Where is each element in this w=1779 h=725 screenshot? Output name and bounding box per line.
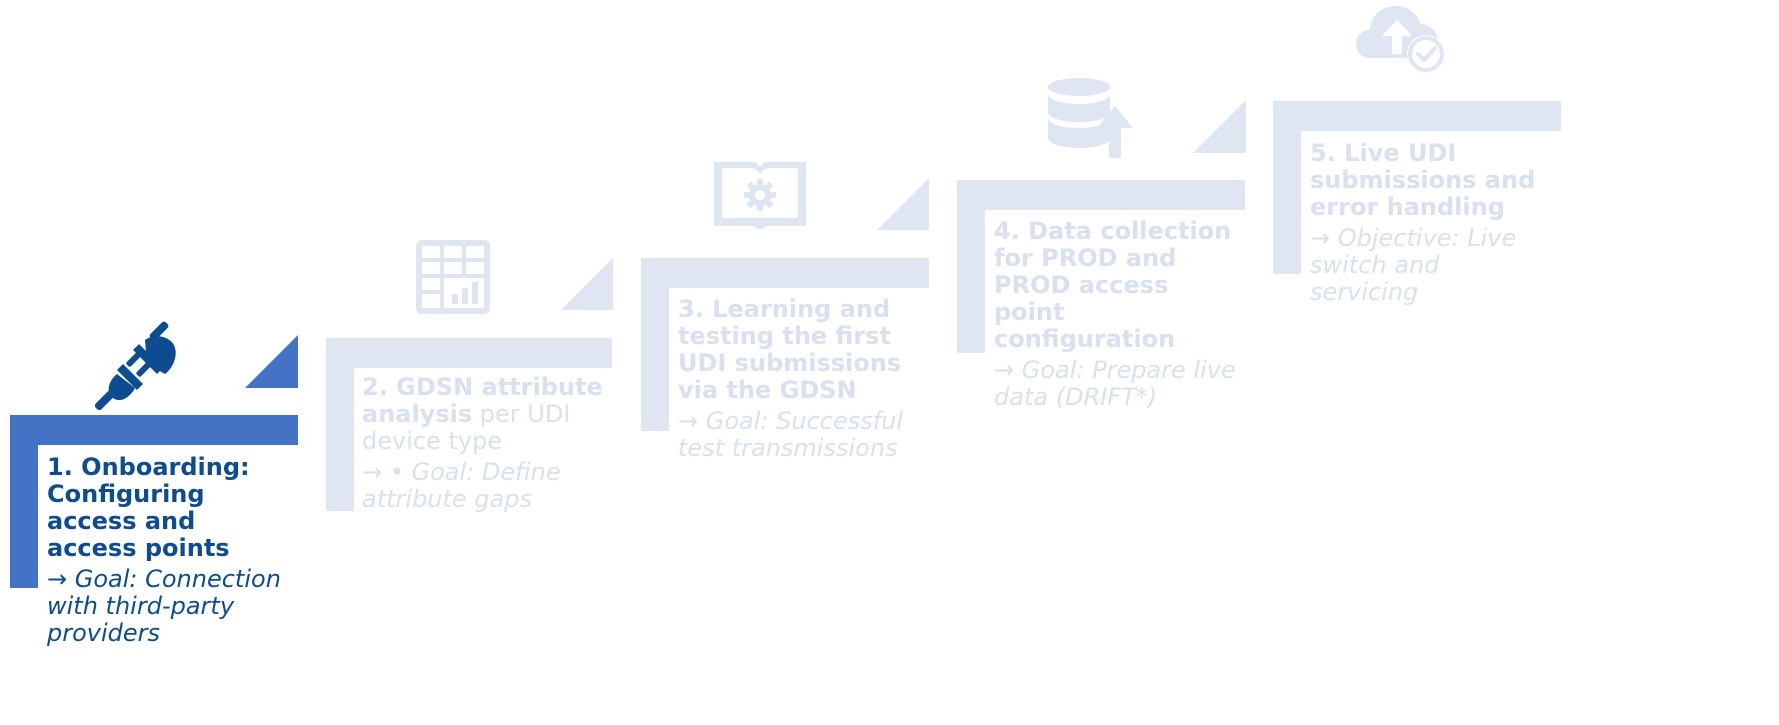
step3-title: 3. Learning and testing the first UDI su… [678, 295, 902, 404]
database-upload-icon [1048, 78, 1133, 158]
step3-text: 3. Learning and testing the first UDI su… [678, 296, 918, 462]
step1-text: 1. Onboarding: Configuring access and ac… [47, 454, 292, 647]
step4-goal: → Goal: Prepare live data (DRIFT*) [994, 356, 1236, 411]
step4-bar [957, 180, 1245, 210]
step4-triangle [1193, 100, 1246, 153]
step5-bar [1273, 101, 1561, 131]
step2-bar [326, 338, 612, 368]
step4-pillar [957, 210, 985, 353]
step1-pillar [10, 445, 38, 588]
step2-title: 2. GDSN attribute analysis [362, 373, 603, 428]
step3-pillar [641, 288, 669, 431]
step2-title-suffix: per UDI device type [362, 400, 571, 455]
book-gear-icon [714, 162, 806, 229]
step1-triangle [245, 335, 298, 388]
step2-pillar [326, 368, 354, 511]
step4-title: 4. Data collection for PROD and PROD acc… [994, 217, 1232, 353]
step5-text: 5. Live UDI submissions and error handli… [1310, 140, 1555, 306]
step1-goal: → Goal: Connection with third-party prov… [47, 565, 281, 647]
step1-title: 1. Onboarding: Configuring access and ac… [47, 453, 250, 562]
cloud-upload-check-icon [1356, 6, 1445, 73]
plug-icon [95, 321, 176, 411]
step5-pillar [1273, 131, 1301, 274]
step2-goal: → • Goal: Define attribute gaps [362, 458, 561, 513]
step3-bar [641, 258, 929, 288]
step3-goal: → Goal: Successful test transmissions [678, 407, 904, 462]
step5-title: 5. Live UDI submissions and error handli… [1310, 139, 1536, 221]
step5-goal: → Objective: Live switch and servicing [1310, 224, 1517, 306]
step3-triangle [877, 178, 929, 230]
spreadsheet-chart-icon [416, 240, 490, 314]
step2-triangle [561, 258, 613, 310]
step4-text: 4. Data collection for PROD and PROD acc… [994, 218, 1239, 411]
step1-bar [10, 415, 298, 445]
step2-text: 2. GDSN attribute analysis per UDI devic… [362, 374, 607, 513]
